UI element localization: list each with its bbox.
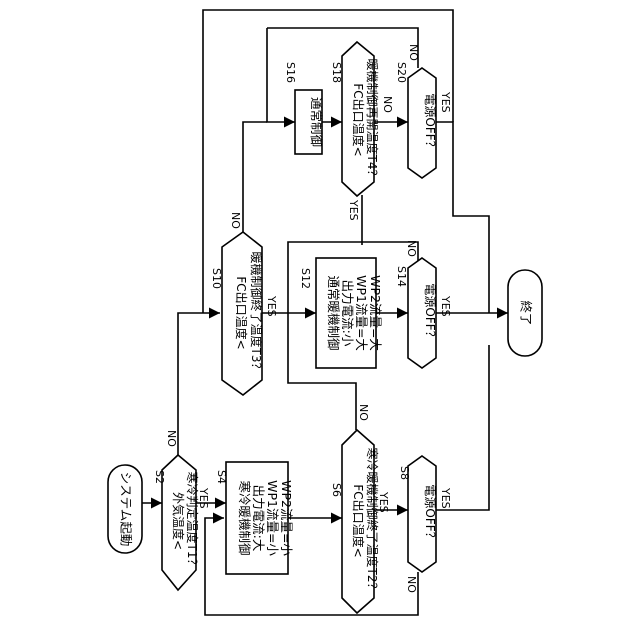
s2-id: S2: [153, 470, 166, 484]
s12-line-1: 通常暖機制御: [326, 275, 341, 350]
s6-line-2: 寒冷暖機制御終了温度T2？: [365, 448, 380, 595]
s10-line-1: FC出口温度<: [234, 276, 249, 349]
s6-line-1: FC出口温度<: [351, 484, 366, 557]
s4-line-4: WP2流量=小: [279, 480, 294, 556]
s10-no: NO: [229, 212, 242, 229]
s10-yes: YES: [265, 295, 278, 317]
s4-id: S4: [215, 470, 228, 484]
s6-yes: YES: [377, 491, 390, 513]
s4-line-2: 出力電流:大: [251, 485, 266, 552]
s18-id: S18: [330, 62, 343, 83]
end-label: 終了: [519, 300, 534, 325]
edge-s8-yes-end: [436, 345, 489, 510]
s18-no: NO: [381, 96, 394, 113]
s2-no: NO: [165, 430, 178, 447]
s12-line-4: WP2流量=大: [368, 275, 383, 351]
s18-line-2: 暖機制御再開温度T4？: [365, 59, 380, 182]
s14-line-1: 電源OFF？: [423, 283, 437, 342]
s8-line-1: 電源OFF？: [423, 484, 437, 543]
s14-no: NO: [405, 240, 418, 257]
s16-line-1: 通常制御: [309, 97, 324, 147]
edge-s10-no-s16: [243, 122, 267, 232]
edge-s20-yes-end: [436, 122, 489, 313]
s12-line-3: WP1流量=大: [354, 275, 369, 351]
s8-no: NO: [405, 576, 418, 593]
s20-no: NO: [407, 44, 420, 61]
s2-yes: YES: [197, 487, 210, 509]
s4-line-1: 寒冷暖機制御: [237, 480, 252, 555]
s10-line-2: 暖機制御終了温度T3？: [249, 252, 264, 375]
s12-id: S12: [299, 268, 312, 289]
s6-no: NO: [357, 404, 370, 421]
s2-line-1: 外気温度<: [171, 492, 186, 550]
s10-id: S10: [210, 268, 223, 289]
s8-id: S8: [398, 466, 411, 480]
s6-id: S6: [330, 483, 343, 497]
s2-line-2: 寒冷判定温度T1？: [185, 472, 200, 571]
s12-line-2: 出力電流:小: [340, 280, 355, 347]
edge-s2-no-s10: [178, 313, 220, 460]
s20-line-1: 電源OFF？: [423, 93, 437, 152]
s20-id: S20: [395, 62, 408, 83]
s18-yes: YES: [347, 199, 360, 221]
s20-yes: YES: [439, 91, 452, 113]
start-label: システム起動: [119, 472, 134, 547]
s14-id: S14: [395, 266, 408, 287]
s4-line-3: WP1流量=小: [265, 480, 280, 556]
s8-yes: YES: [439, 487, 452, 509]
s14-yes: YES: [439, 295, 452, 317]
s18-line-1: FC出口温度<: [351, 83, 366, 156]
s16-id: S16: [284, 62, 297, 83]
